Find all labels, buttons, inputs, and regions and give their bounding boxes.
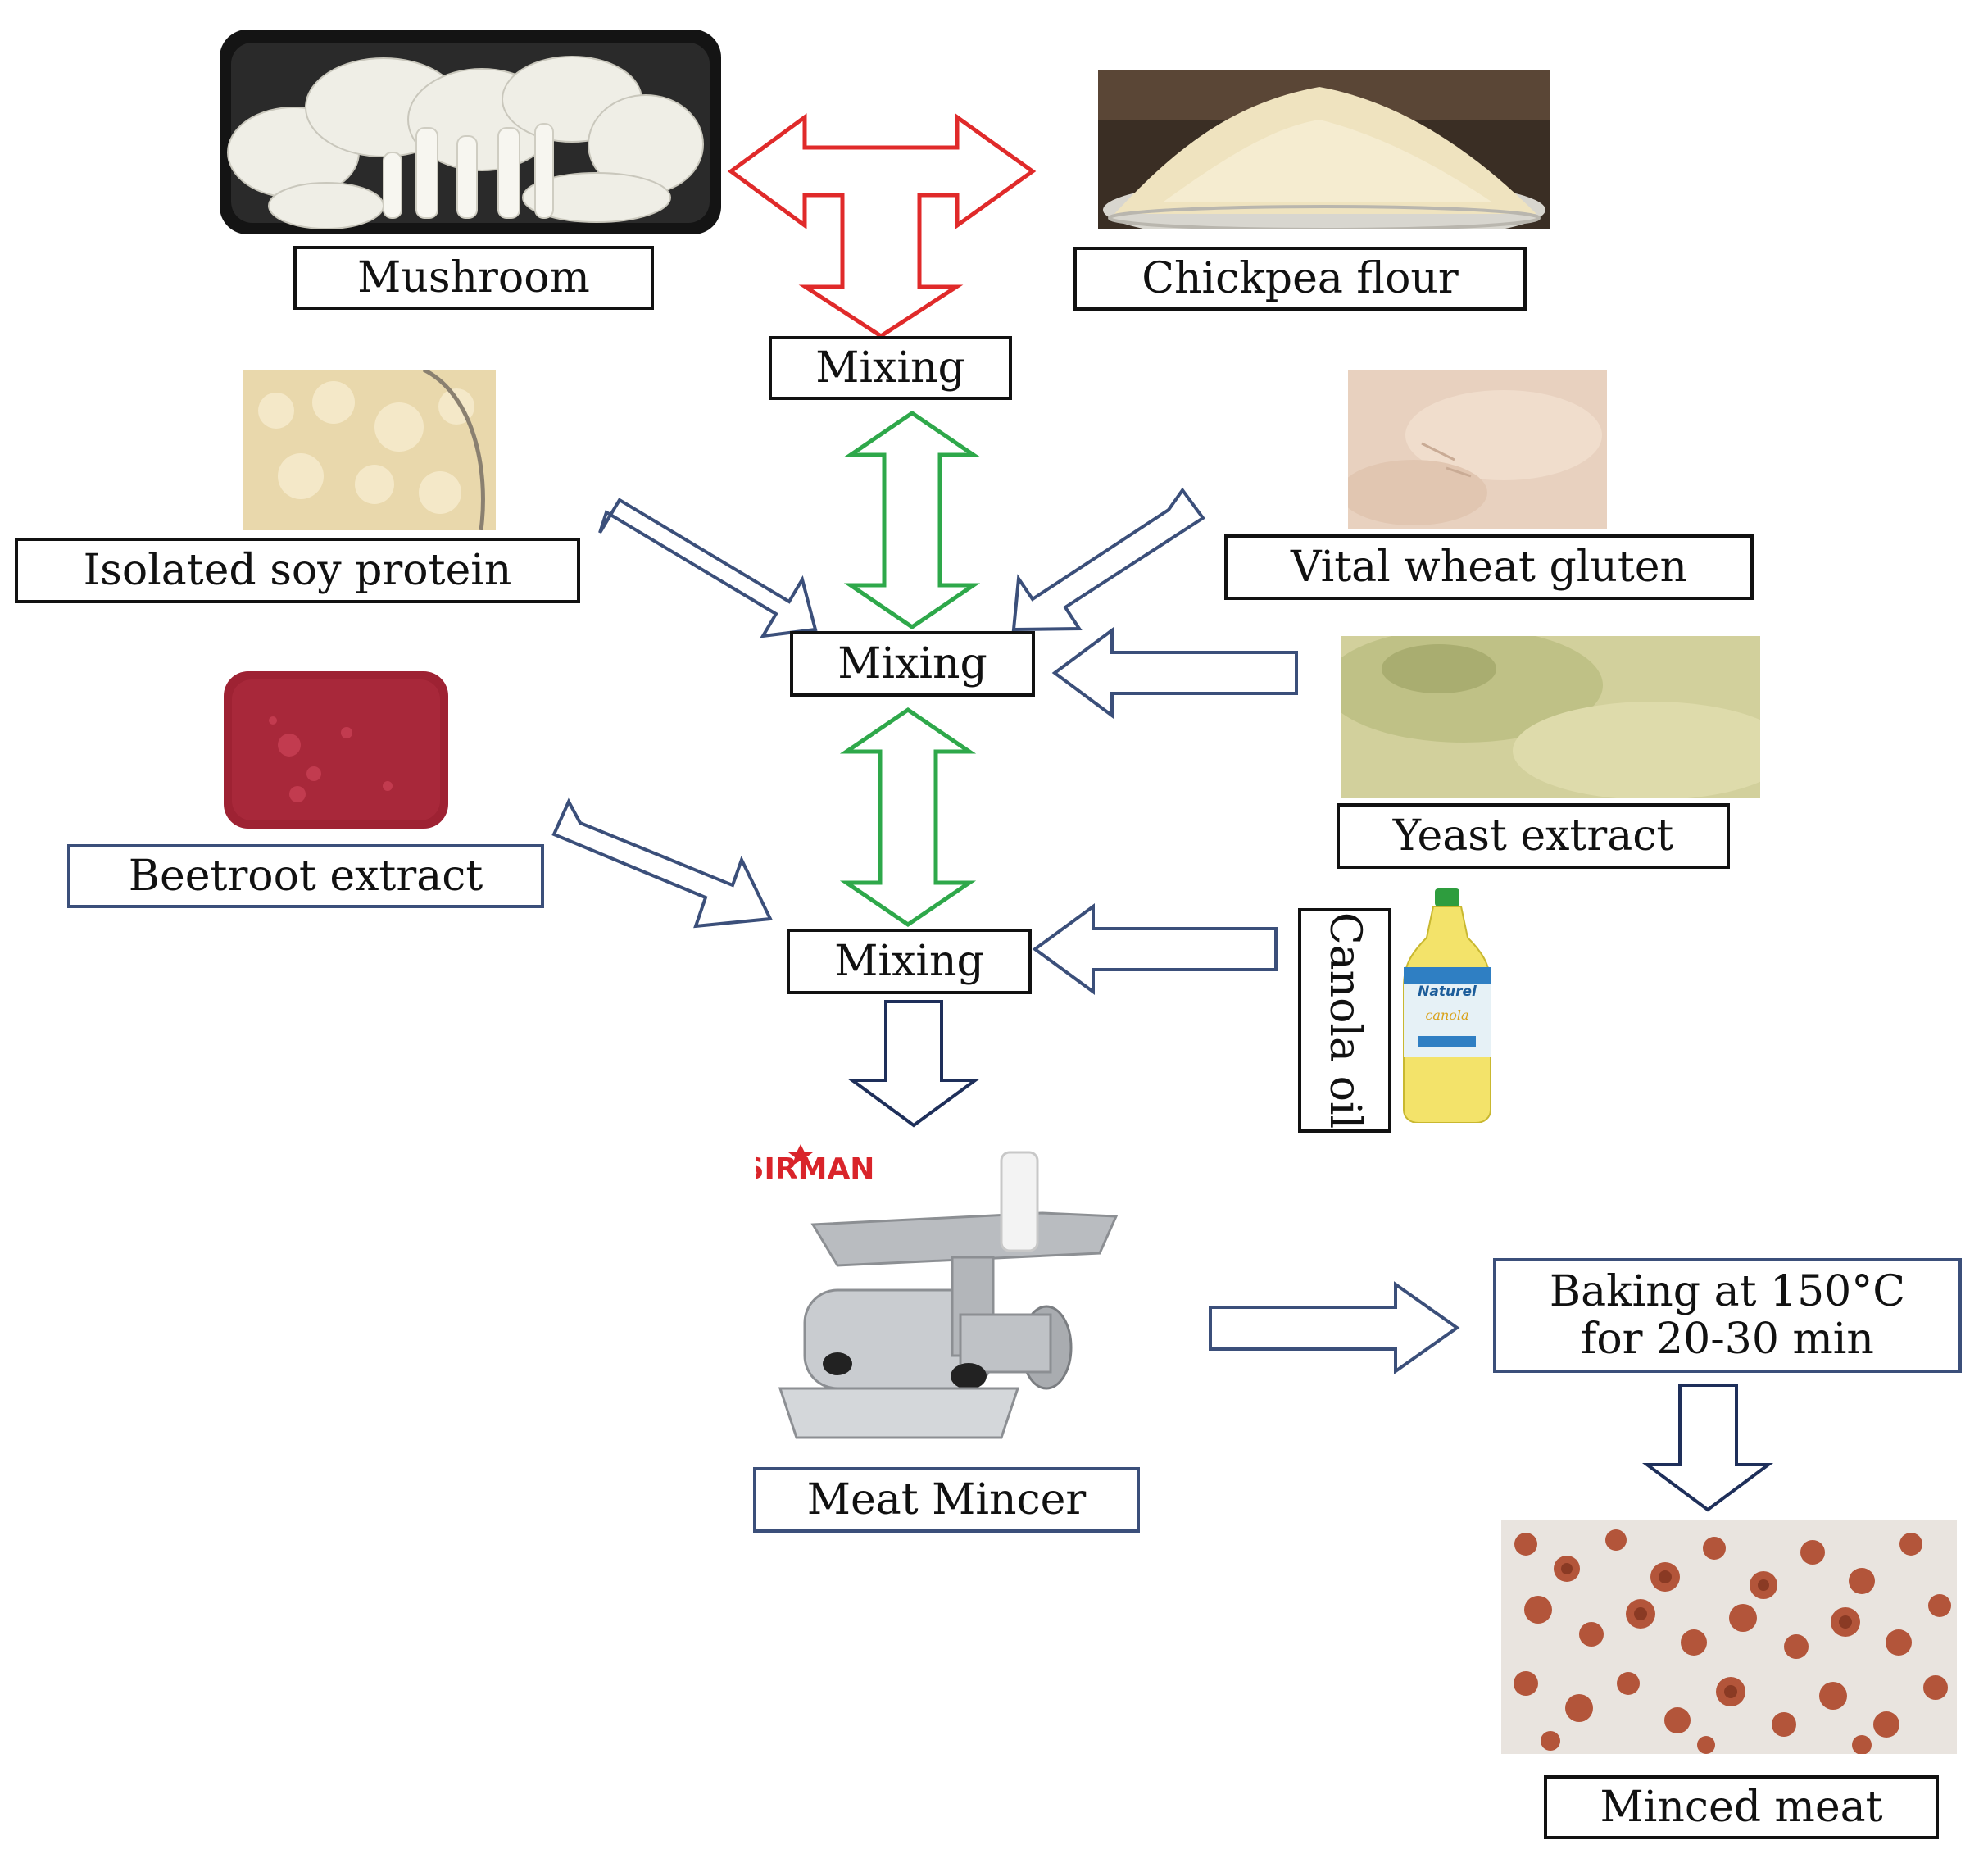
beetroot-extract-photo [224,671,448,829]
arrow-mixing-to-mincer [846,1000,981,1128]
chickpea-flour-photo [1098,70,1550,229]
oil-variety-logo: canola [1425,1007,1468,1023]
meat-mincer-photo: SIRMAN [756,1144,1119,1439]
canola-oil-label-box: Canola oil [1298,908,1391,1133]
arrow-gluten-to-mixing [1011,487,1205,632]
mushroom-label: Mushroom [293,246,654,310]
isolated-soy-protein-label: Isolated soy protein [15,538,580,603]
arrow-yeast-to-mixing [1051,627,1298,719]
oil-brand-logo: Naturel [1418,984,1477,1000]
yeast-extract-photo [1341,636,1760,798]
mushroom-photo [220,30,721,234]
meat-mincer-label: Meat Mincer [753,1467,1140,1533]
soy-protein-photo [243,370,496,530]
green-double-arrow-lower [839,707,977,928]
arrow-baking-to-meat [1641,1384,1774,1512]
beetroot-extract-label: Beetroot extract [67,844,544,908]
wheat-gluten-photo [1348,370,1607,529]
arrow-mincer-to-baking [1209,1281,1460,1374]
canola-oil-bottle-photo: Naturel canola [1403,888,1491,1123]
baking-duration-text: for 20-30 min [1581,1315,1874,1364]
arrow-beetroot-to-mixing [551,797,774,929]
green-double-arrow-upper [843,410,981,630]
minced-meat-label: Minced meat [1544,1775,1939,1839]
canola-oil-label: Canola oil [1320,911,1370,1129]
mixing-step-3: Mixing [787,929,1032,994]
arrow-soy-to-mixing [598,498,818,638]
mixing-step-2: Mixing [790,631,1035,697]
baking-temperature-text: Baking at 150°C [1549,1266,1906,1316]
mincer-brand-logo: SIRMAN [756,1152,874,1186]
minced-meat-photo [1501,1520,1957,1754]
vital-wheat-gluten-label: Vital wheat gluten [1224,534,1754,600]
mixing-step-1: Mixing [769,336,1012,400]
red-t-arrow [727,113,1037,339]
yeast-extract-label: Yeast extract [1337,803,1730,869]
baking-step-box: Baking at 150°C for 20-30 min [1493,1258,1962,1373]
chickpea-flour-label: Chickpea flour [1073,247,1527,311]
arrow-oil-to-mixing [1032,903,1278,995]
